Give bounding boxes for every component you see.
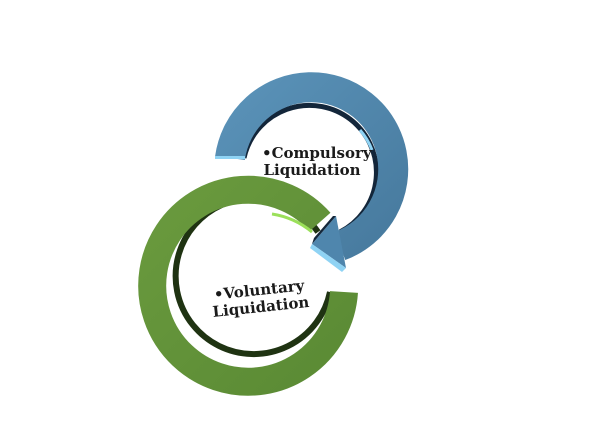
bullet: • [262,144,272,162]
compulsory-liquidation-label: •Compulsory Liquidation [262,144,372,179]
voluntary-ring-arrow [138,175,358,396]
compulsory-arc-arrow [215,72,409,272]
label-line1: Compulsory [271,144,372,162]
label-line2: Liquidation [263,161,361,179]
